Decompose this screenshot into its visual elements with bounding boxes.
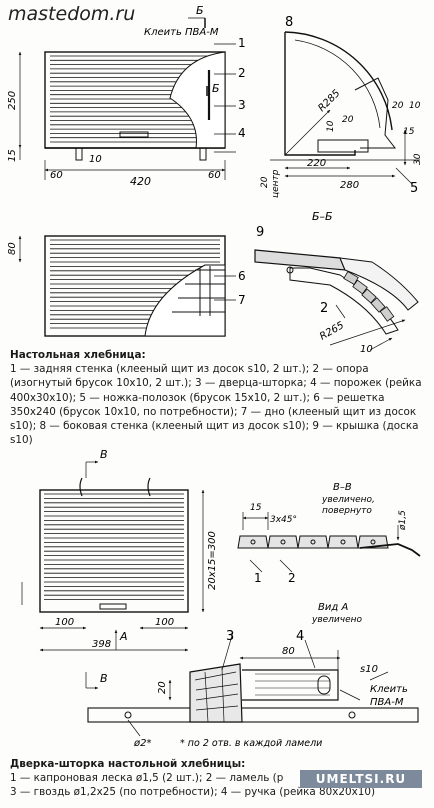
footnote: * по 2 отв. в каждой ламели xyxy=(180,738,322,749)
glue-note: Клеить ПВА-М xyxy=(144,27,219,38)
dim-15: 15 xyxy=(403,127,415,137)
dim-width: 420 xyxy=(130,175,151,188)
callout-5: 5 xyxy=(410,181,418,196)
dim-s10: s10 xyxy=(360,664,378,675)
caption-bread-box: Настольная хлебница: 1 — задняя стенка (… xyxy=(10,348,430,447)
lamel xyxy=(267,535,299,549)
lamel xyxy=(237,535,269,549)
dim-foot: 15 xyxy=(7,149,18,162)
caption-door-line1: 1 — капроновая леска ø1,5 (2 шт.); 2 — л… xyxy=(10,772,284,785)
callout-9: 9 xyxy=(256,225,264,240)
dim-w100b: 100 xyxy=(155,617,174,628)
line-hole xyxy=(250,539,256,545)
callout-7: 7 xyxy=(238,293,246,307)
dim-20-vida: 20 xyxy=(157,681,168,694)
dim-r265: R265 xyxy=(318,320,346,343)
door-slats-3 xyxy=(44,493,184,600)
vida-title: Вид А xyxy=(318,602,348,613)
caption-bread-box-title: Настольная хлебница: xyxy=(10,349,146,361)
line-hole xyxy=(310,539,316,545)
glue-label: Клеить xyxy=(370,684,408,695)
dim-10b: 10 xyxy=(326,120,336,132)
glue-label-2: ПВА-М xyxy=(370,697,404,708)
dim-phi2: ø2* xyxy=(133,738,151,749)
callout-1: 1 xyxy=(238,36,246,50)
dim-door-h: 20х15=300 xyxy=(207,531,218,590)
callout-8: 8 xyxy=(285,15,293,30)
vv-callout-2: 2 xyxy=(288,571,296,585)
lattice-grid xyxy=(172,266,225,316)
section-bb-slats xyxy=(343,270,395,322)
dim-10-bb: 10 xyxy=(360,344,373,355)
dim-30: 30 xyxy=(413,153,423,165)
section-bb xyxy=(254,249,419,351)
front-view-2 xyxy=(18,235,236,337)
dim-w398: 398 xyxy=(92,639,111,650)
line-hole xyxy=(370,539,376,545)
door-section-mark-bottom: В xyxy=(100,672,108,685)
caption-door-title: Дверка-шторка настольной хлебницы: xyxy=(10,758,246,770)
dim-20b: 20 xyxy=(392,101,404,111)
vida-sub: увеличено xyxy=(311,615,363,625)
callout-2: 2 xyxy=(238,66,246,80)
line-hole xyxy=(280,539,286,545)
front-view xyxy=(44,51,226,161)
dim-foot-w-right: 60 xyxy=(208,170,221,181)
view-a xyxy=(87,631,419,737)
vida-callout-4: 4 xyxy=(296,629,304,644)
dim-center-num: 20 xyxy=(260,176,270,188)
lamel xyxy=(297,535,329,549)
callout-2-bb: 2 xyxy=(320,301,328,316)
door-mark-a: А xyxy=(119,630,128,643)
vv-title: В–В xyxy=(333,482,352,493)
vv-lamels xyxy=(237,535,389,549)
dim-gap: 10 xyxy=(89,154,102,165)
lamel xyxy=(327,535,359,549)
callout-6: 6 xyxy=(238,269,246,283)
line-hole xyxy=(340,539,346,545)
bb-lamel xyxy=(343,270,359,286)
vv-callout-1: 1 xyxy=(254,571,262,585)
bb-lamel xyxy=(370,297,386,313)
dim-center: центр xyxy=(271,169,281,198)
bb-lamel xyxy=(352,279,368,295)
dim-h80: 80 xyxy=(7,242,18,255)
dim-80: 80 xyxy=(282,646,295,657)
dim-20a: 20 xyxy=(342,115,354,125)
dim-220: 220 xyxy=(307,158,326,169)
section-mark-b: Б xyxy=(196,4,204,17)
dim-vv-15: 15 xyxy=(250,503,262,513)
caption-door-line2: 3 — гвоздь ø1,2х25 (по потребности); 4 —… xyxy=(10,786,376,799)
section-vv xyxy=(237,512,421,573)
dim-height: 250 xyxy=(7,91,18,110)
dim-phi15: ø1,5 xyxy=(398,510,408,531)
vv-sub2: повернуто xyxy=(322,506,372,516)
front-view-labels xyxy=(18,17,236,180)
callout-3: 3 xyxy=(238,98,246,112)
door-section-mark-top: В xyxy=(100,448,108,461)
section-mark-b-lower: Б xyxy=(212,82,220,95)
dim-280: 280 xyxy=(340,180,359,191)
vida-callout-3: 3 xyxy=(226,629,234,644)
bb-lamel xyxy=(361,288,377,304)
vv-sub1: увеличено, xyxy=(321,495,375,505)
bb-lamel xyxy=(379,306,395,322)
site-title: mastedom.ru xyxy=(8,3,135,25)
watermark: UMELTSI.RU xyxy=(300,770,422,788)
callout-4: 4 xyxy=(238,126,246,140)
dim-w100a: 100 xyxy=(55,617,74,628)
dim-foot-w-left: 60 xyxy=(50,170,63,181)
door-front-view xyxy=(21,460,205,690)
side-view xyxy=(270,31,420,185)
section-bb-title: Б–Б xyxy=(312,210,333,223)
caption-door: Дверка-шторка настольной хлебницы: 1 — к… xyxy=(10,757,430,800)
dim-chamfer: 3х45° xyxy=(270,515,297,525)
caption-bread-box-text: 1 — задняя стенка (клееный щит из досок … xyxy=(10,363,422,447)
dim-10a: 10 xyxy=(409,101,421,111)
